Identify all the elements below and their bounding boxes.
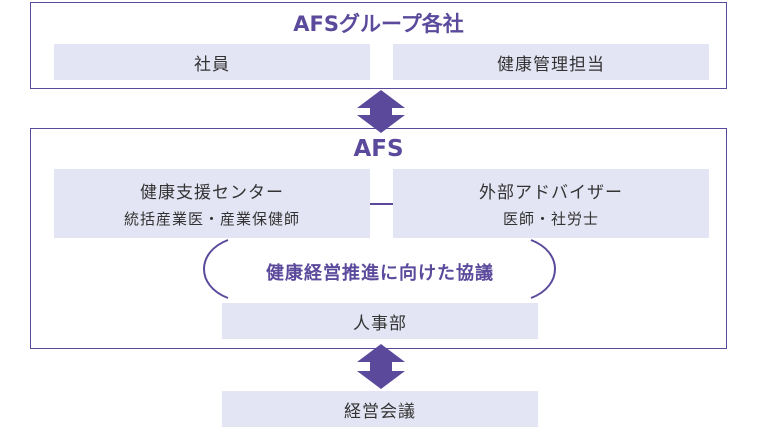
group-companies-title: AFSグループ各社 [293, 12, 464, 36]
health-manager-label: 健康管理担当 [497, 54, 605, 75]
management-meeting-box: 経営会議 [222, 391, 538, 427]
support-center-subtitle: 統括産業医・産業保健師 [123, 210, 300, 228]
hr-label: 人事部 [353, 313, 407, 334]
support-center-box: 健康支援センター 統括産業医・産業保健師 [54, 169, 370, 238]
afs-title: AFS [353, 136, 404, 162]
right-paren [530, 239, 556, 299]
external-advisor-box: 外部アドバイザー 医師・社労士 [393, 169, 709, 238]
hr-box: 人事部 [222, 303, 538, 339]
management-meeting-label: 経営会議 [344, 401, 416, 422]
left-paren [203, 239, 229, 299]
double-arrow-top [357, 90, 405, 133]
support-center-title: 健康支援センター [140, 183, 284, 203]
employees-box: 社員 [54, 44, 370, 80]
external-advisor-subtitle: 医師・社労士 [502, 210, 599, 228]
health-manager-box: 健康管理担当 [393, 44, 709, 80]
double-arrow-bottom [357, 344, 405, 389]
consultation-label: 健康経営推進に向けた協議 [266, 263, 494, 284]
external-advisor-title: 外部アドバイザー [479, 183, 623, 203]
employees-label: 社員 [194, 54, 230, 75]
